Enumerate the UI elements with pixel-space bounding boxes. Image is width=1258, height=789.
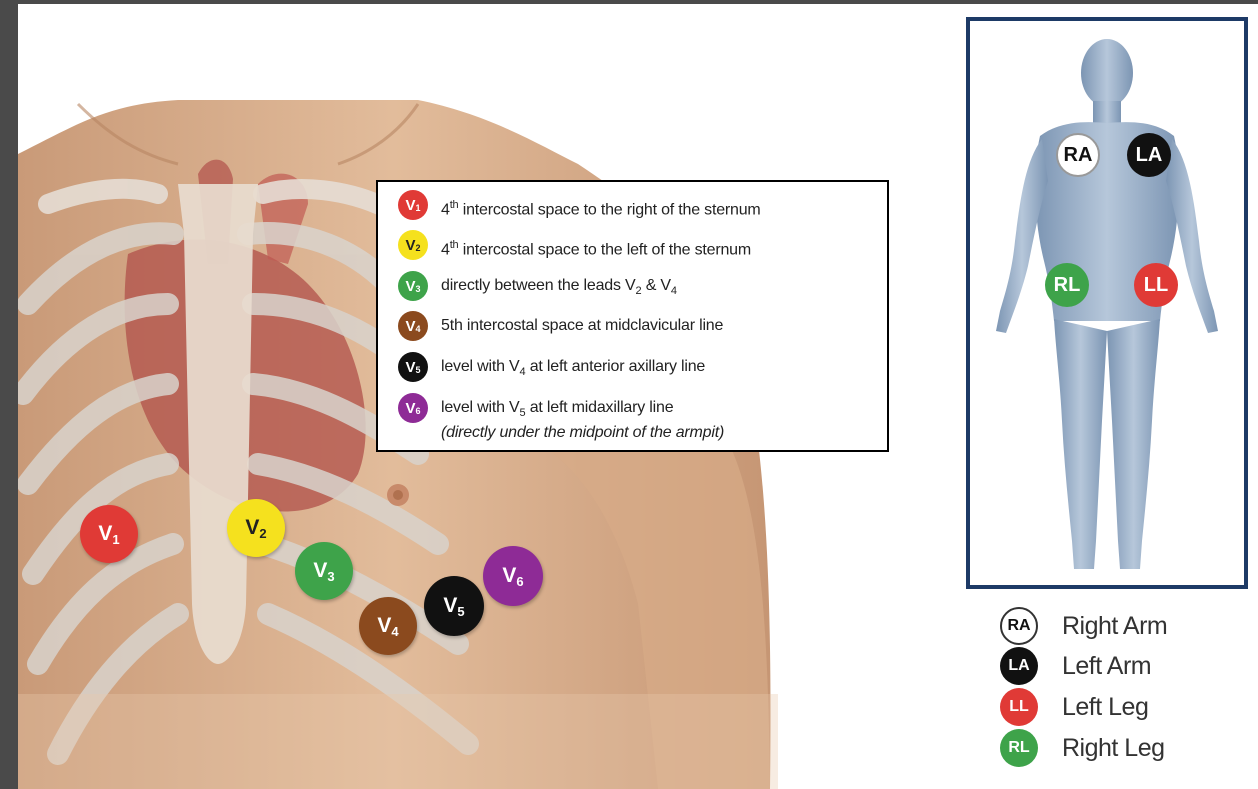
legend-dot-v4-letter: V bbox=[405, 318, 415, 335]
key-row-left-leg: LL Left Leg bbox=[1000, 688, 1148, 726]
legend-v2-description: intercostal space to the left of the ste… bbox=[458, 241, 751, 258]
key-row-right-arm: RA Right Arm bbox=[1000, 607, 1167, 645]
electrode-v1-number: 1 bbox=[112, 532, 119, 547]
legend-text-v2: 4th intercostal space to the left of the… bbox=[441, 235, 751, 260]
key-dot-la: LA bbox=[1000, 647, 1038, 685]
ll-electrode-label: LL bbox=[1144, 274, 1168, 297]
key-dot-ra: RA bbox=[1000, 607, 1038, 645]
legend-text-v1: 4th intercostal space to the right of th… bbox=[441, 195, 761, 220]
electrode-v6-number: 6 bbox=[516, 574, 523, 589]
legend-dot-v3-letter: V bbox=[405, 278, 415, 295]
key-label-left-leg: Left Leg bbox=[1062, 693, 1148, 722]
legend-dot-v2-letter: V bbox=[405, 237, 415, 254]
legend-dot-v5-letter: V bbox=[405, 359, 415, 376]
legend-v6-note: (directly under the midpoint of the armp… bbox=[441, 423, 724, 443]
electrode-v5-letter: V bbox=[443, 594, 457, 618]
legend-dot-v2-number: 2 bbox=[416, 243, 421, 253]
electrode-v5-number: 5 bbox=[457, 604, 464, 619]
legend-v5-text-a: level with V bbox=[441, 358, 520, 375]
electrode-v2-number: 2 bbox=[259, 526, 266, 541]
key-label-right-arm: Right Arm bbox=[1062, 612, 1167, 641]
legend-v3-sub-b: 4 bbox=[671, 285, 677, 297]
legend-v1-number: 4 bbox=[441, 201, 450, 218]
legend-text-v3: directly between the leads V2 & V4 bbox=[441, 276, 677, 301]
legend-v1-description: intercostal space to the right of the st… bbox=[458, 201, 760, 218]
legend-dot-v3-number: 3 bbox=[416, 284, 421, 294]
electrode-v4-letter: V bbox=[377, 614, 391, 638]
electrode-v1-letter: V bbox=[98, 522, 112, 546]
key-dot-rl: RL bbox=[1000, 729, 1038, 767]
la-electrode-label: LA bbox=[1136, 144, 1163, 167]
legend-dot-v4-number: 4 bbox=[416, 324, 421, 334]
legend-v6-text-a: level with V bbox=[441, 399, 520, 416]
ll-electrode: LL bbox=[1134, 263, 1178, 307]
key-row-left-arm: LA Left Arm bbox=[1000, 647, 1151, 685]
ra-electrode: RA bbox=[1056, 133, 1100, 177]
legend-dot-v1-number: 1 bbox=[416, 203, 421, 213]
key-label-left-arm: Left Arm bbox=[1062, 652, 1151, 681]
electrode-v6-letter: V bbox=[502, 564, 516, 588]
key-row-right-leg: RL Right Leg bbox=[1000, 729, 1165, 767]
legend-dot-v5-number: 5 bbox=[416, 365, 421, 375]
electrode-v3-number: 3 bbox=[327, 569, 334, 584]
legend-v3-text-b: & V bbox=[641, 277, 670, 294]
electrode-v2-letter: V bbox=[245, 516, 259, 540]
limb-lead-figure: RA LA RL LL bbox=[966, 17, 1248, 589]
legend-v6-text-b: at left midaxillary line bbox=[525, 399, 673, 416]
legend-v2-number: 4 bbox=[441, 241, 450, 258]
rl-electrode: RL bbox=[1045, 263, 1089, 307]
human-body-silhouette bbox=[970, 21, 1244, 585]
legend-text-v5: level with V4 at left anterior axillary … bbox=[441, 357, 705, 382]
legend-text-v6: level with V5 at left midaxillary line(d… bbox=[441, 398, 724, 443]
legend-v3-text-a: directly between the leads V bbox=[441, 277, 636, 294]
rl-electrode-label: RL bbox=[1054, 274, 1081, 297]
electrode-v3-letter: V bbox=[313, 559, 327, 583]
la-electrode: LA bbox=[1127, 133, 1171, 177]
legend-text-v4: 5th intercostal space at midclavicular l… bbox=[441, 316, 723, 336]
legend-dot-v6-letter: V bbox=[405, 400, 415, 417]
key-dot-ll: LL bbox=[1000, 688, 1038, 726]
ra-electrode-label: RA bbox=[1064, 144, 1093, 167]
key-label-right-leg: Right Leg bbox=[1062, 734, 1165, 763]
legend-dot-v1-letter: V bbox=[405, 197, 415, 214]
electrode-v4-number: 4 bbox=[391, 624, 398, 639]
legend-dot-v6-number: 6 bbox=[416, 406, 421, 416]
legend-v5-text-b: at left anterior axillary line bbox=[525, 358, 705, 375]
